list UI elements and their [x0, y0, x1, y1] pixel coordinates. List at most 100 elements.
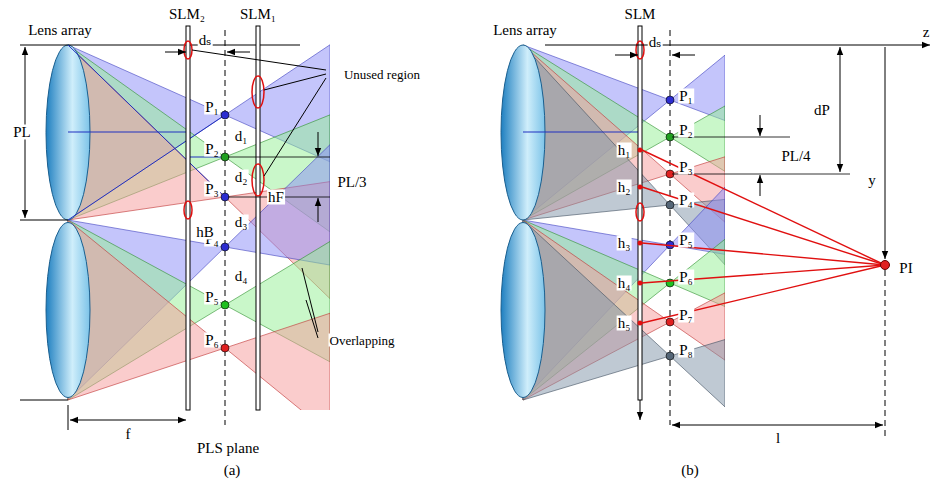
guide-line	[188, 156, 225, 157]
figure-label: PLS plane	[196, 441, 260, 456]
guide-line	[760, 115, 761, 136]
point-source	[221, 243, 229, 251]
figure-label: z	[922, 25, 931, 40]
guide-line	[672, 55, 695, 56]
figure-label: SLM	[624, 7, 657, 22]
unused-region-mark	[184, 201, 192, 219]
guide-line	[264, 74, 326, 90]
unused-region-mark	[636, 41, 644, 59]
figure-label: Lens array	[492, 23, 558, 38]
guide-line	[227, 52, 250, 53]
guide-line	[640, 400, 641, 420]
converging-cone	[523, 45, 670, 220]
point-source	[666, 96, 674, 104]
diverging-cone	[670, 187, 725, 254]
figure-label: h₂	[617, 180, 632, 195]
figure-label: Unused region	[343, 68, 421, 81]
guide-line	[20, 400, 68, 401]
figure-label: y	[867, 173, 877, 188]
lens	[501, 223, 545, 398]
ray-point	[638, 148, 643, 153]
guide-line	[70, 420, 186, 421]
guide-line	[264, 78, 326, 176]
converging-cone	[68, 220, 225, 400]
guide-line	[302, 268, 318, 332]
panel-a	[20, 26, 330, 434]
guide-line	[760, 175, 761, 196]
diverging-cone	[670, 340, 725, 407]
figure-label: P₆	[204, 333, 220, 348]
unused-region-mark	[636, 203, 644, 221]
figure-label: l	[775, 431, 781, 446]
converging-cone	[68, 45, 225, 220]
figure-label: PI	[898, 261, 913, 276]
figure-label: h₅	[617, 316, 632, 331]
figure-label: P₈	[678, 343, 694, 358]
ray-line	[642, 265, 885, 323]
guide-line	[318, 198, 319, 222]
diverging-cone	[225, 145, 330, 265]
figure-label: hF	[267, 190, 285, 205]
guide-line	[615, 55, 638, 56]
slm-panel	[638, 26, 642, 400]
point-source	[666, 318, 674, 326]
figure-label: P₅	[678, 233, 694, 248]
guide-line	[68, 405, 69, 430]
converging-cone	[523, 45, 670, 220]
guide-line	[670, 30, 671, 425]
figure-label: (a)	[223, 463, 242, 478]
figure-label: SLM₁	[239, 7, 277, 22]
figure-label: P₆	[678, 270, 694, 285]
guide-line	[306, 300, 318, 338]
guide-line	[165, 52, 186, 53]
ray-point	[638, 321, 643, 326]
figure-label: PL/4	[780, 149, 811, 164]
figure-label: P₂	[678, 123, 694, 138]
figure-label: h₃	[617, 236, 632, 251]
converging-cone	[68, 45, 225, 220]
figure-label: d₁	[234, 129, 249, 144]
figure-label: dₛ	[648, 35, 663, 50]
figure-label: (b)	[680, 463, 700, 478]
point-source	[666, 352, 674, 360]
figure-label: dP	[813, 103, 831, 118]
guide-line	[840, 47, 841, 172]
guide-line	[885, 47, 886, 259]
figure-label: Overlapping	[329, 334, 396, 347]
figure-label: P₃	[204, 182, 220, 197]
converging-cone	[68, 45, 225, 220]
converging-cone	[68, 220, 225, 400]
guide-line	[68, 131, 188, 132]
point-source	[221, 344, 229, 352]
point-source	[221, 193, 229, 201]
figure-label: PL	[12, 125, 32, 140]
figure-label: P₇	[678, 308, 694, 323]
figure-label: d₂	[234, 170, 249, 185]
converging-cone	[68, 220, 225, 400]
figure-label: SLM₂	[168, 7, 206, 22]
ray-point	[638, 185, 643, 190]
guide-line	[20, 220, 68, 221]
slm-panel	[256, 26, 260, 410]
point-source	[221, 301, 229, 309]
ray-line	[642, 187, 885, 265]
figure-label: PL/3	[336, 175, 367, 190]
figure-label: P₃	[678, 160, 694, 175]
guide-line	[192, 50, 326, 70]
point-source	[221, 153, 229, 161]
guide-line	[228, 157, 330, 158]
ray-point	[638, 241, 643, 246]
figure-label: dₛ	[198, 33, 213, 48]
guide-line	[68, 115, 225, 220]
lens	[46, 223, 90, 398]
figure-label: P₂	[204, 142, 220, 157]
figure-label: f	[125, 427, 132, 442]
guide-line	[885, 270, 886, 440]
ray-line	[642, 150, 885, 265]
figure-label: h₄	[617, 276, 632, 291]
panel-b	[501, 26, 930, 440]
point-source	[666, 201, 674, 209]
guide-line	[545, 45, 930, 46]
